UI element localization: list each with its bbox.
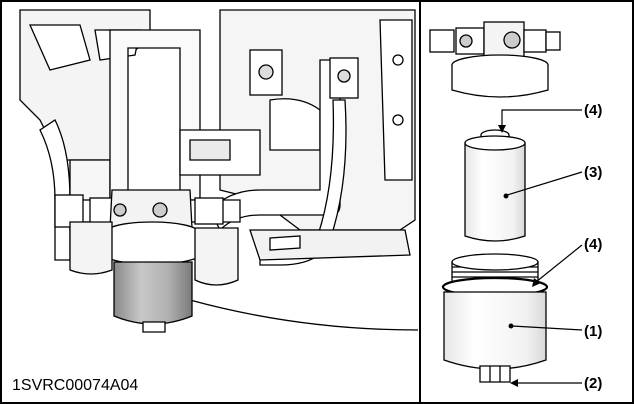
image-code-label: 1SVRC00074A04 [12, 377, 138, 394]
callout-drain-plug: (2) [584, 375, 602, 392]
filter-head-exploded [429, 21, 561, 98]
filter-element-3 [464, 129, 526, 242]
arrowhead-drain-plug [510, 379, 518, 387]
callout-cup: (1) [584, 323, 602, 340]
filter-cup-exploded-1 [441, 253, 549, 383]
filter-cup-mounted [113, 261, 193, 333]
leader-cup [511, 325, 583, 331]
leader-seal-top [501, 109, 582, 130]
callout-leaders [498, 109, 583, 387]
leader-seal-ring [535, 244, 583, 283]
arrowhead-seal-ring [532, 278, 541, 287]
filter-head-assembly-mounted [54, 189, 241, 286]
leader-element [506, 171, 583, 196]
arrowhead-seal-top [498, 125, 506, 133]
callout-seal-top: (4) [584, 102, 602, 119]
callout-seal-ring: (4) [584, 236, 602, 253]
callout-element: (3) [584, 164, 602, 181]
